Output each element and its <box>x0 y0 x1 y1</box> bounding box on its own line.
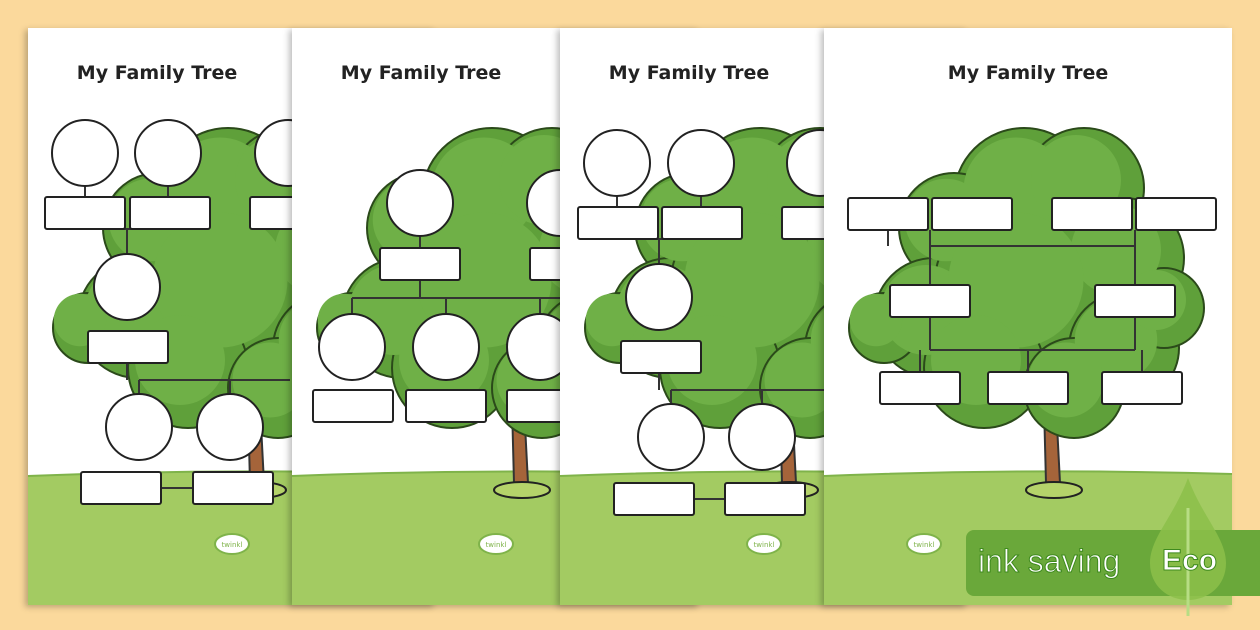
name-box <box>889 284 971 318</box>
photo-circle <box>105 393 173 461</box>
name-box <box>931 197 1013 231</box>
name-box <box>1051 197 1133 231</box>
name-box <box>1101 371 1183 405</box>
page-title: My Family Tree <box>340 62 502 84</box>
name-box <box>192 471 274 505</box>
photo-circle <box>51 119 119 187</box>
svg-text:twinkl: twinkl <box>914 541 935 549</box>
page-title: My Family Tree <box>947 62 1109 84</box>
photo-circle <box>386 169 454 237</box>
name-box <box>312 389 394 423</box>
twinkl-logo: twinkl <box>478 533 514 555</box>
name-box <box>987 371 1069 405</box>
page-title: My Family Tree <box>76 62 238 84</box>
photo-circle <box>667 129 735 197</box>
photo-circle <box>625 263 693 331</box>
photo-circle <box>583 129 651 197</box>
photo-circle <box>134 119 202 187</box>
name-box <box>44 196 126 230</box>
name-box <box>724 482 806 516</box>
name-box <box>1094 284 1176 318</box>
photo-circle <box>637 403 705 471</box>
name-box <box>577 206 659 240</box>
photo-circle <box>93 253 161 321</box>
twinkl-logo: twinkl <box>906 533 942 555</box>
svg-text:twinkl: twinkl <box>486 541 507 549</box>
name-box <box>847 197 929 231</box>
ink-saving-badge: ink saving Eco <box>966 478 1260 616</box>
name-box <box>87 330 169 364</box>
name-box <box>379 247 461 281</box>
twinkl-logo: twinkl <box>746 533 782 555</box>
name-box <box>405 389 487 423</box>
svg-text:twinkl: twinkl <box>754 541 775 549</box>
twinkl-logo: twinkl <box>214 533 250 555</box>
name-box <box>613 482 695 516</box>
name-box <box>1135 197 1217 231</box>
worksheet-page-4: My Family Tree twinkl <box>824 28 1232 605</box>
name-box <box>129 196 211 230</box>
photo-circle <box>318 313 386 381</box>
svg-text:twinkl: twinkl <box>222 541 243 549</box>
eco-label: Eco <box>1161 544 1218 578</box>
leaf-icon <box>1150 478 1226 616</box>
name-box <box>661 206 743 240</box>
page-title: My Family Tree <box>608 62 770 84</box>
name-box <box>879 371 961 405</box>
name-box <box>620 340 702 374</box>
photo-circle <box>196 393 264 461</box>
photo-circle <box>412 313 480 381</box>
ink-saving-label: ink saving <box>977 543 1121 580</box>
photo-circle <box>728 403 796 471</box>
name-box <box>80 471 162 505</box>
